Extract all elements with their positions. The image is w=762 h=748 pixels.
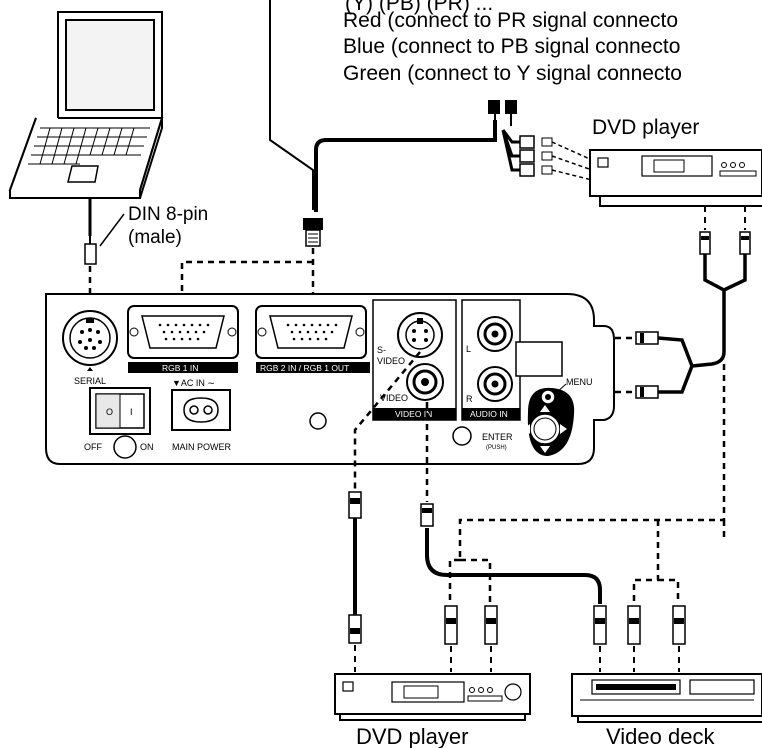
- red-cable-label: Red (connect to PR signal connecto: [343, 9, 678, 32]
- video-deck-audio-plugs-icon: [627, 605, 686, 645]
- rgb1-in-label: RGB 1 IN: [162, 363, 198, 373]
- ac-inlet-icon: [171, 389, 231, 431]
- menu-label: MENU: [566, 377, 593, 387]
- enter-push-label: (PUSH): [486, 445, 507, 451]
- s-video-plug-bottom-icon: [348, 614, 362, 644]
- video-port-icon: [406, 363, 444, 401]
- video-in-label: VIDEO IN: [395, 409, 432, 419]
- main-power-label: MAIN POWER: [172, 442, 232, 452]
- din-8pin-label: DIN 8-pin: [128, 204, 208, 225]
- serial-label: SERIAL: [74, 376, 106, 386]
- green-cable-label: Green (connect to Y signal connecto: [343, 62, 682, 85]
- audio-plugs-top-icon: [699, 231, 751, 255]
- video-deck-video-plug-icon: [593, 605, 607, 645]
- blue-cable-label: Blue (connect to PB signal connecto: [343, 35, 680, 58]
- s-video-label-1: S-: [377, 345, 386, 355]
- s-video-plug-icon: [348, 491, 362, 519]
- s-video-port-icon: [397, 312, 443, 358]
- din-male-label: (male): [128, 227, 182, 248]
- ac-in-label: ▼AC IN ∼: [172, 378, 215, 388]
- ground-screw-icon: [113, 435, 137, 459]
- projector-connector-panel: SERIAL RGB 1 IN: [45, 293, 615, 465]
- component-cable-title: (Y) (PB) (PR) ...: [345, 0, 493, 15]
- dvd-bottom-audio-plugs-icon: [444, 605, 498, 645]
- dvd-player-top-icon: [589, 149, 762, 207]
- enter-label: ENTER: [482, 432, 513, 442]
- dvd-player-top-label: DVD player: [592, 116, 699, 139]
- dvd-player-bottom-icon: [334, 673, 531, 721]
- off-label: OFF: [84, 442, 102, 452]
- rgb-plug-icon: [303, 218, 323, 247]
- s-video-label-2: VIDEO: [377, 356, 405, 366]
- laptop-computer-icon: [8, 11, 164, 199]
- video-deck-label: Video deck: [606, 724, 715, 748]
- audio-r-label: R: [466, 394, 473, 404]
- rgb2-in-rgb1-out-port-icon: [255, 305, 367, 359]
- switch-off-mark: O: [106, 407, 113, 417]
- audio-l-label: L: [466, 344, 471, 354]
- video-plug-icon: [420, 503, 434, 527]
- din-plug-icon: [84, 243, 97, 265]
- video-label: VIDEO: [380, 393, 408, 403]
- power-switch-icon[interactable]: [89, 387, 151, 435]
- rgb1-in-port-icon: [127, 305, 239, 359]
- bnc-adapters-icon: [488, 100, 553, 177]
- on-label: ON: [140, 442, 154, 452]
- audio-r-port-icon: [477, 366, 513, 402]
- panel-screw-icon: [309, 412, 327, 430]
- serial-port-icon: [62, 310, 118, 366]
- rca-plugs-audio-icon: [635, 331, 659, 399]
- dvd-player-bottom-label: DVD player: [356, 724, 468, 748]
- switch-on-mark: I: [130, 407, 133, 417]
- menu-enter-control-icon[interactable]: [523, 387, 575, 456]
- audio-in-label: AUDIO IN: [470, 409, 508, 419]
- video-deck-icon: [571, 673, 762, 723]
- panel-hole-icon: [452, 426, 472, 446]
- audio-l-port-icon: [477, 316, 513, 352]
- indicator-window: [515, 341, 563, 377]
- rgb2-in-rgb1-out-label: RGB 2 IN / RGB 1 OUT: [260, 363, 349, 373]
